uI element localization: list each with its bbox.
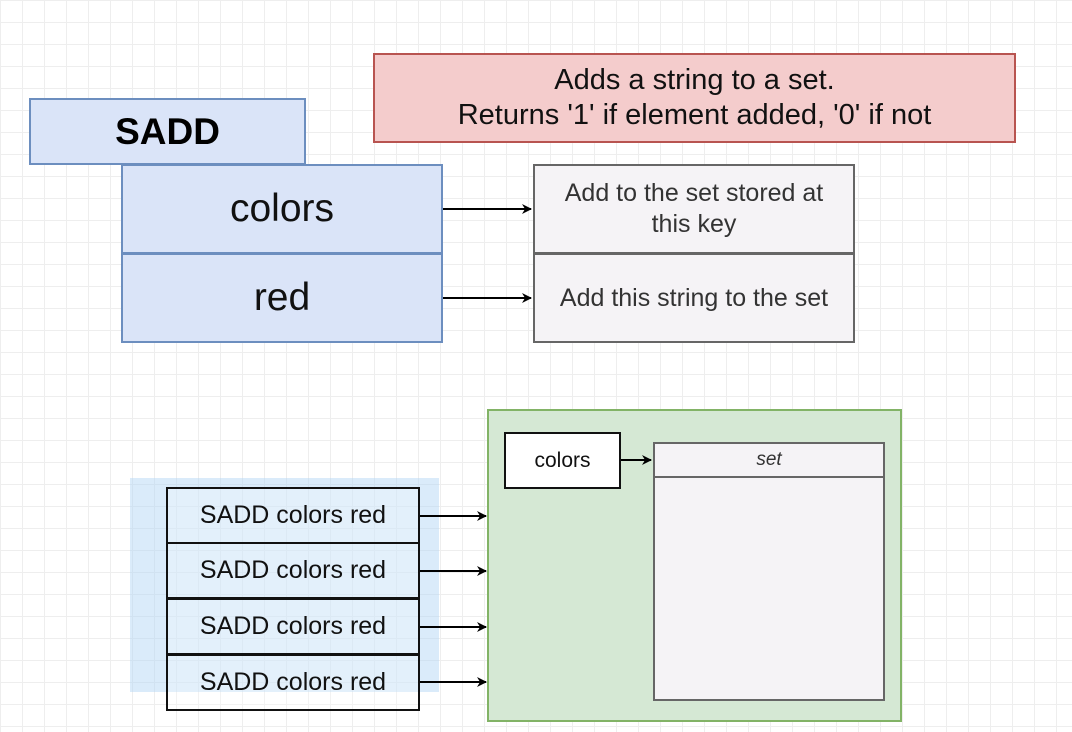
command-row: SADD colors red <box>166 542 420 599</box>
arg-value-box: red <box>121 253 443 343</box>
set-header: set <box>655 444 883 478</box>
note-line-1: Adds a string to a set. <box>554 64 835 96</box>
arg-value-description: Add this string to the set <box>533 253 855 343</box>
key-box: colors <box>504 432 621 489</box>
selection-highlight <box>130 478 439 692</box>
description-note: Adds a string to a set. Returns '1' if e… <box>373 53 1016 143</box>
command-row: SADD colors red <box>166 654 420 711</box>
set-body <box>655 478 883 699</box>
arg-key-description: Add to the set stored at this key <box>533 164 855 254</box>
command-row: SADD colors red <box>166 598 420 655</box>
arg-key-box: colors <box>121 164 443 254</box>
set-box: set <box>653 442 885 701</box>
command-name: SADD <box>29 98 306 165</box>
command-row: SADD colors red <box>166 487 420 544</box>
note-line-2: Returns '1' if element added, '0' if not <box>457 99 932 131</box>
